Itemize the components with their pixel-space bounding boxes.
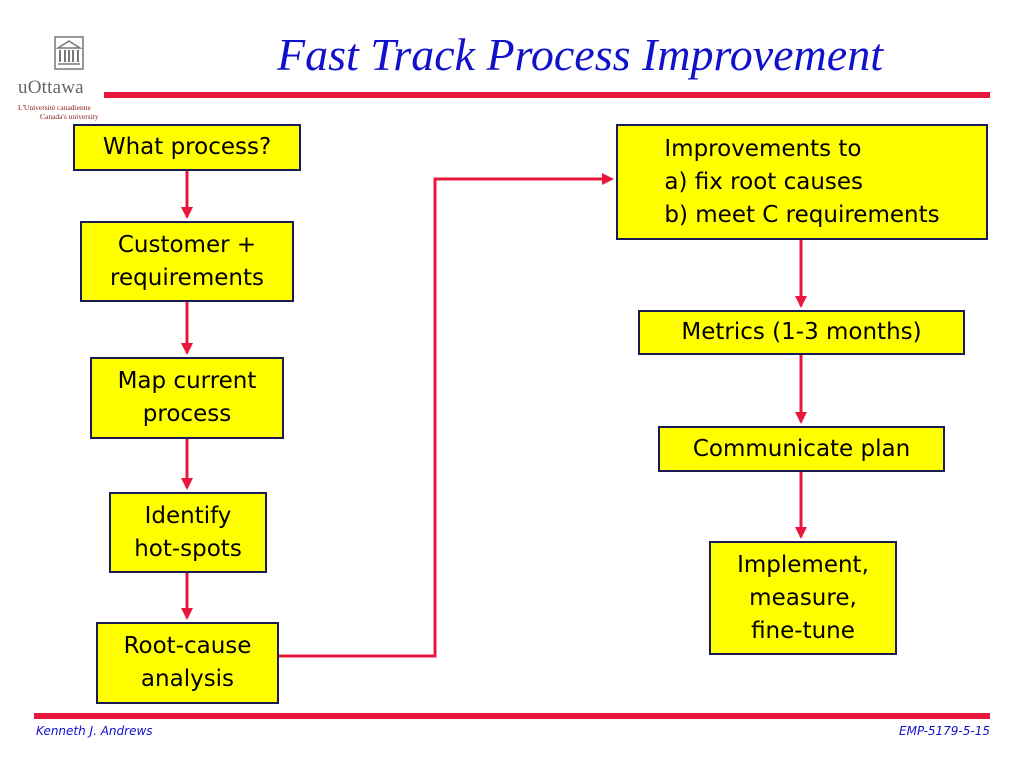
- step-map-current-process: Map current process: [90, 357, 284, 439]
- step-what-process: What process?: [73, 124, 301, 171]
- step-improvements: Improvements to a) fix root causes b) me…: [616, 124, 988, 240]
- footer-author: Kenneth J. Andrews: [36, 724, 153, 738]
- logo-tagline-fr: L'Université canadienne: [18, 103, 91, 112]
- logo-tagline-en: Canada's university: [40, 112, 99, 121]
- logo-wordmark: uOttawa: [18, 77, 84, 98]
- step-communicate-plan: Communicate plan: [658, 426, 945, 472]
- step-customer-requirements: Customer + requirements: [80, 221, 294, 302]
- slide-title: Fast Track Process Improvement: [277, 29, 883, 80]
- step-identify-hot-spots: Identify hot-spots: [109, 492, 267, 573]
- step-root-cause-analysis: Root-cause analysis: [96, 622, 279, 704]
- step-implement-measure: Implement, measure, fine-tune: [709, 541, 897, 655]
- university-building-icon: [54, 36, 84, 70]
- step-metrics: Metrics (1-3 months): [638, 310, 965, 355]
- bottom-divider: [34, 713, 990, 719]
- university-logo: uOttawa L'Université canadienne Canada's…: [18, 36, 114, 126]
- top-divider: [104, 92, 990, 98]
- footer-code: EMP-5179-5-15: [899, 724, 990, 738]
- arrow-rootcause-to-improvements: [279, 173, 614, 658]
